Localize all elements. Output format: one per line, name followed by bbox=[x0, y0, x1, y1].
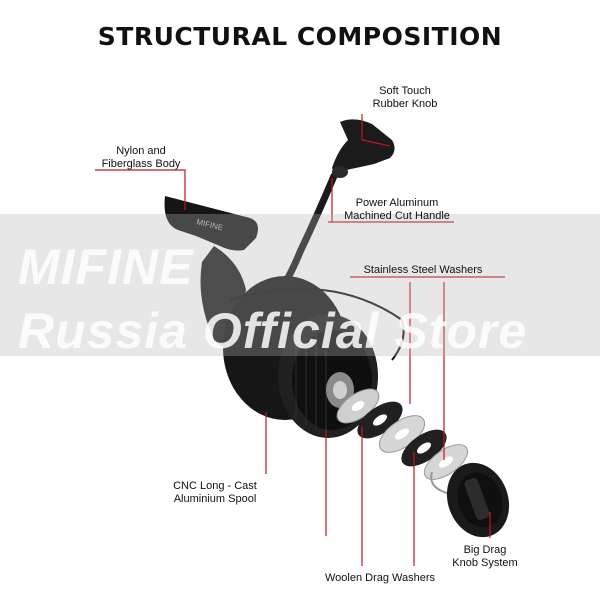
label-handle: Power Aluminum Machined Cut Handle bbox=[332, 197, 462, 223]
label-spool-line1: CNC Long - Cast bbox=[173, 480, 257, 492]
label-knob: Soft Touch Rubber Knob bbox=[355, 85, 455, 111]
label-knob-line1: Soft Touch bbox=[379, 85, 431, 97]
drag-knob-grip bbox=[464, 477, 490, 521]
label-spool: CNC Long - Cast Aluminium Spool bbox=[160, 480, 270, 506]
label-knob-line2: Rubber Knob bbox=[372, 98, 438, 110]
label-steel-washers: Stainless Steel Washers bbox=[363, 264, 483, 276]
bail-wire bbox=[229, 287, 405, 361]
watermark-line-1: MIFINE bbox=[18, 239, 194, 295]
label-spool-line2: Aluminium Spool bbox=[173, 493, 257, 505]
knob-cap bbox=[332, 166, 348, 178]
label-drag-knob: Big Drag Knob System bbox=[440, 544, 530, 570]
label-drag-line2: Knob System bbox=[452, 557, 518, 569]
reel-foot bbox=[164, 196, 258, 251]
label-body: Nylon and Fiberglass Body bbox=[86, 145, 196, 171]
rubber-knob bbox=[332, 119, 395, 176]
label-handle-line1: Power Aluminum bbox=[355, 197, 439, 209]
callout-lines bbox=[95, 114, 505, 566]
watermark-line-2: Russia Official Store bbox=[18, 303, 528, 359]
label-drag-line1: Big Drag bbox=[463, 544, 507, 556]
label-body-line1: Nylon and bbox=[116, 145, 166, 157]
label-body-line2: Fiberglass Body bbox=[101, 158, 181, 170]
spool-lines bbox=[295, 332, 327, 432]
label-handle-line2: Machined Cut Handle bbox=[344, 210, 450, 222]
watermark-band bbox=[0, 214, 600, 356]
page-title: STRUCTURAL COMPOSITION bbox=[97, 22, 503, 51]
label-woolen-washers: Woolen Drag Washers bbox=[324, 572, 436, 584]
